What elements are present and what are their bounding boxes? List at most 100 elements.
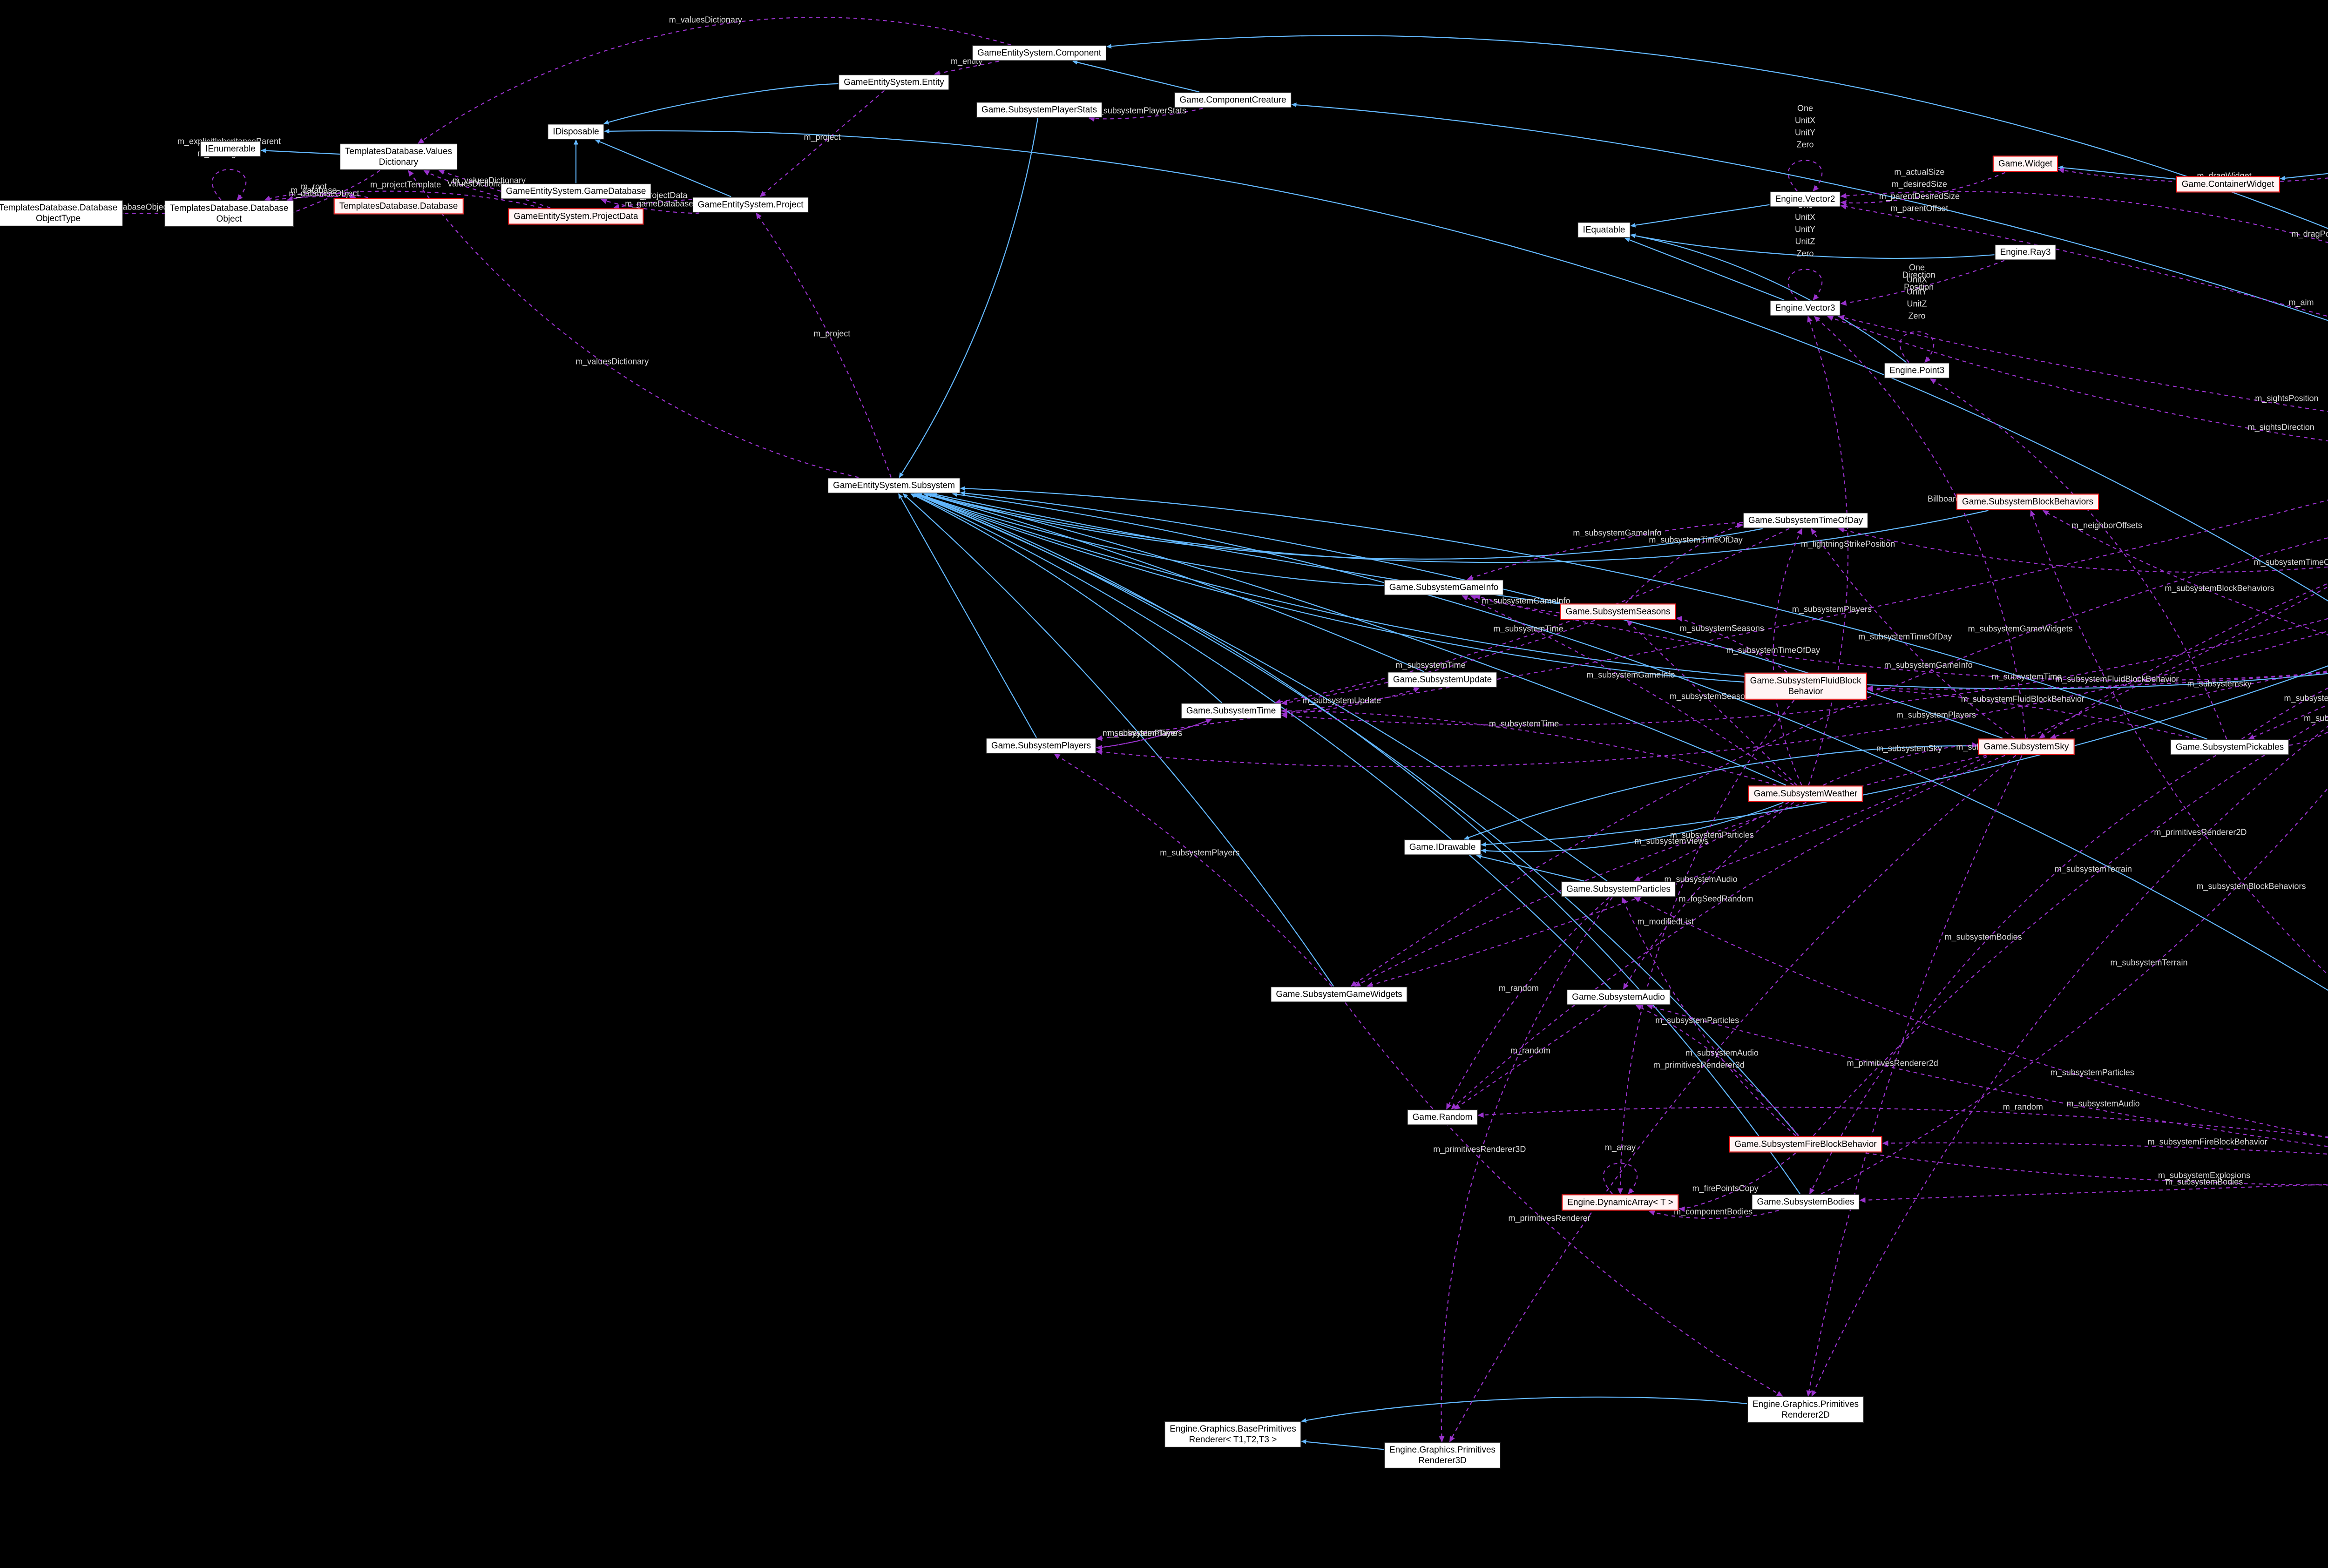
edge-ray3-ieq	[1630, 233, 1995, 259]
edge-label: m_subsystemTimeOfDay	[1858, 632, 1952, 642]
edge-fireblock-dynarr	[1678, 1152, 1796, 1212]
graph-node-seasons[interactable]: Game.SubsystemSeasons	[1560, 603, 1676, 620]
edge-aiming-vec2	[1840, 204, 2328, 317]
edge-fireblock-explosions	[1865, 1152, 2328, 1186]
graph-node-playerstats[interactable]: Game.SubsystemPlayerStats	[976, 102, 1103, 118]
graph-node-idraw[interactable]: Game.IDrawable	[1404, 839, 1481, 855]
edge-label: m_subsystemGameInfo	[1586, 670, 1675, 680]
graph-node-timeofday[interactable]: Game.SubsystemTimeOfDay	[1743, 513, 1868, 528]
edge-sky-vec3	[1814, 316, 2026, 738]
graph-node-ienum[interactable]: IEnumerable	[200, 141, 261, 157]
edge-label: m_subsystemViews	[1634, 836, 1709, 846]
edge-weather-time	[1281, 708, 1777, 786]
edge-label: m_desiredSize	[1891, 179, 1947, 189]
graph-node-bodies[interactable]: Game.SubsystemBodies	[1752, 1194, 1860, 1210]
edge-aiming-timeofday	[1838, 527, 2328, 573]
edge-label: m_project	[813, 329, 851, 338]
edge-particles-prim3d	[1439, 897, 1613, 1442]
edge-seasons-time	[1281, 620, 1595, 706]
edge-terrain-subsystem	[916, 493, 2328, 689]
graph-node-widget[interactable]: Game.Widget	[1992, 155, 2058, 172]
graph-node-prim3d[interactable]: Engine.Graphics.Primitives Renderer3D	[1384, 1442, 1501, 1469]
edge-project-gamedb	[601, 198, 700, 214]
graph-node-creature[interactable]: Game.ComponentCreature	[1174, 92, 1292, 108]
edge-vec2-ieq	[1630, 204, 1770, 228]
edge-label: m_subsystemSky	[1876, 743, 1942, 753]
edge-label: m_componentBodies	[1674, 1207, 1753, 1217]
edge-label: m_subsystemPlayers	[1792, 604, 1872, 614]
graph-node-prim2d[interactable]: Engine.Graphics.Primitives Renderer2D	[1747, 1396, 1864, 1423]
graph-node-gameinfo[interactable]: Game.SubsystemGameInfo	[1384, 580, 1504, 595]
edge-particles-idraw	[1476, 854, 1584, 882]
graph-node-pickables[interactable]: Game.SubsystemPickables	[2170, 739, 2289, 755]
edge-subsystem-valdict	[408, 170, 859, 478]
graph-node-sky[interactable]: Game.SubsystemSky	[1978, 738, 2075, 755]
edge-label: UnitZ	[1907, 299, 1927, 308]
graph-node-project[interactable]: GameEntitySystem.Project	[692, 197, 809, 213]
graph-node-random[interactable]: Game.Random	[1407, 1109, 1478, 1125]
edge-playerstats-subsystem	[899, 118, 1039, 478]
edge-fluid-subsystem	[914, 493, 1744, 683]
graph-node-vec2[interactable]: Engine.Vector2	[1770, 191, 1841, 207]
graph-node-dbobj[interactable]: TemplatesDatabase.Database Object	[164, 200, 294, 227]
graph-node-subsystem[interactable]: GameEntitySystem.Subsystem	[828, 478, 960, 493]
graph-node-gamewidgets[interactable]: Game.SubsystemGameWidgets	[1271, 987, 1408, 1002]
edge-label: m_subsystemFireBlockBehavior	[2147, 1137, 2267, 1147]
edge-label: m_subsystemPlayerStats	[1091, 106, 1186, 115]
edge-label: m_subsystemFluidBlockBehavior	[1961, 694, 2084, 704]
graph-node-valdict[interactable]: TemplatesDatabase.Values Dictionary	[340, 143, 457, 170]
edge-bodies-terrain	[1820, 787, 2328, 1195]
graph-node-audio[interactable]: Game.SubsystemAudio	[1567, 989, 1670, 1005]
edge-label: m_random	[2003, 1102, 2043, 1112]
edge-fireblock-subsystem	[914, 493, 1799, 1136]
edge-label: m_subsystemAudio	[1685, 1048, 1759, 1058]
graph-node-cwidget[interactable]: Game.ContainerWidget	[2176, 176, 2280, 193]
edge-label: m_subsystemTime	[1489, 719, 1559, 729]
graph-node-point3[interactable]: Engine.Point3	[1884, 363, 1950, 378]
graph-node-time[interactable]: Game.SubsystemTime	[1181, 703, 1281, 719]
graph-node-tdb[interactable]: TemplatesDatabase.Database	[333, 198, 464, 215]
graph-node-fireblock[interactable]: Game.SubsystemFireBlockBehavior	[1729, 1136, 1882, 1153]
edge-label: m_subsystemAudio	[2066, 1099, 2140, 1108]
graph-node-players[interactable]: Game.SubsystemPlayers	[986, 738, 1096, 754]
graph-node-dynarr[interactable]: Engine.DynamicArray< T >	[1562, 1194, 1679, 1211]
edge-aiming-gamewidgets	[1350, 537, 2328, 987]
graph-node-objtype[interactable]: TemplatesDatabase.Database ObjectType	[0, 200, 123, 227]
edge-audio-random	[1454, 1005, 1607, 1110]
graph-node-vec3[interactable]: Engine.Vector3	[1770, 300, 1841, 316]
graph-node-gamedb[interactable]: GameEntitySystem.GameDatabase	[501, 183, 651, 199]
edge-sky-gamewidgets	[1354, 755, 1987, 987]
graph-node-ray3[interactable]: Engine.Ray3	[1995, 244, 2056, 260]
graph-node-idisp[interactable]: IDisposable	[548, 124, 604, 140]
edge-sky-timeofday	[1810, 528, 2015, 739]
edge-label: m_primitivesRenderer2d	[1847, 1058, 1938, 1068]
edge-dbobj-tdb	[275, 194, 356, 201]
graph-node-entity[interactable]: GameEntitySystem.Entity	[839, 74, 949, 90]
edge-fluid-dynarr	[1617, 700, 1795, 1195]
edge-label: m_subsystemUpdate	[1302, 696, 1381, 705]
edge-entity-project	[759, 90, 885, 197]
edge-subsystem-project	[756, 212, 892, 478]
edge-vec3-ieq	[1624, 237, 1785, 301]
graph-node-update[interactable]: Game.SubsystemUpdate	[1387, 672, 1497, 688]
edge-label: Zero	[1796, 140, 1814, 149]
graph-node-baseprim[interactable]: Engine.Graphics.BasePrimitives Renderer<…	[1164, 1421, 1301, 1448]
edge-explosions-audio	[1646, 1004, 2328, 1147]
graph-node-projdata[interactable]: GameEntitySystem.ProjectData	[508, 208, 644, 225]
edge-label: m_subsystemExplosions	[2158, 1170, 2251, 1180]
edge-label: m_root	[301, 182, 327, 191]
graph-node-fluid[interactable]: Game.SubsystemFluidBlock Behavior	[1744, 672, 1867, 700]
graph-node-particles[interactable]: Game.SubsystemParticles	[1561, 881, 1676, 897]
edge-aiming-vec3	[1827, 315, 2328, 442]
graph-node-weather[interactable]: Game.SubsystemWeather	[1748, 785, 1863, 802]
edge-label: m_database	[291, 185, 337, 195]
edge-label: m_subsystemPlayers	[1160, 848, 1240, 858]
edge-creature-playerstats	[1088, 108, 1203, 122]
graph-node-ieq[interactable]: IEquatable	[1577, 222, 1631, 238]
edge-label: m_modifiedList	[1637, 917, 1694, 926]
edge-label: m_valuesDictionary	[669, 15, 742, 25]
edge-timeofday-time	[1274, 528, 1789, 705]
graph-node-blockbeh[interactable]: Game.SubsystemBlockBehaviors	[1956, 493, 2099, 510]
graph-node-component[interactable]: GameEntitySystem.Component	[972, 45, 1107, 61]
